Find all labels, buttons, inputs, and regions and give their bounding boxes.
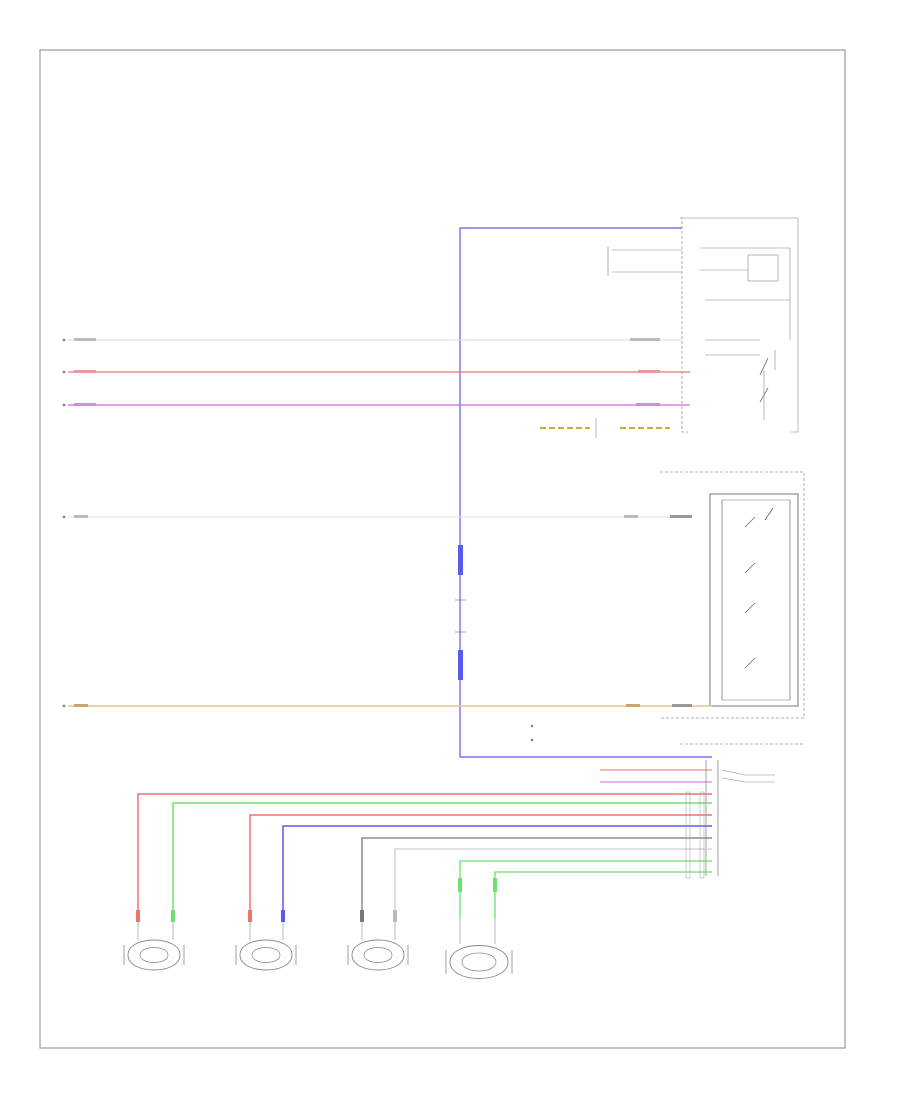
sensor-connector-stubs [136, 878, 497, 922]
meter-connectors [607, 246, 682, 276]
right-wire-labels [624, 338, 692, 707]
abs-pin-markers [685, 791, 705, 879]
abs-module-box [680, 743, 804, 876]
wire-sensor3-white [394, 848, 712, 918]
wire-sensor3-black [361, 837, 712, 918]
wire-sensor4-green-1 [459, 860, 712, 918]
wire-sensor2-red [249, 814, 712, 918]
sensor-3 [347, 922, 409, 971]
sensor-4 [445, 918, 513, 979]
left-terminals [62, 338, 96, 708]
fuel-level-connectors [540, 418, 670, 438]
wire-sensor4-green-2 [494, 871, 712, 918]
blue-wire-connector [455, 545, 466, 680]
diagram-frame [39, 49, 846, 1049]
cruise-control-switch-box [660, 471, 805, 719]
wire-sensor2-blue [282, 825, 712, 918]
sensor-1 [123, 922, 185, 971]
sensor-2 [235, 922, 297, 971]
wire-sensor1-green [172, 802, 712, 918]
wire-blue-bus [459, 227, 712, 758]
combination-meter-box [680, 217, 799, 433]
legend [530, 724, 534, 742]
wire-sensor1-red [137, 793, 712, 918]
